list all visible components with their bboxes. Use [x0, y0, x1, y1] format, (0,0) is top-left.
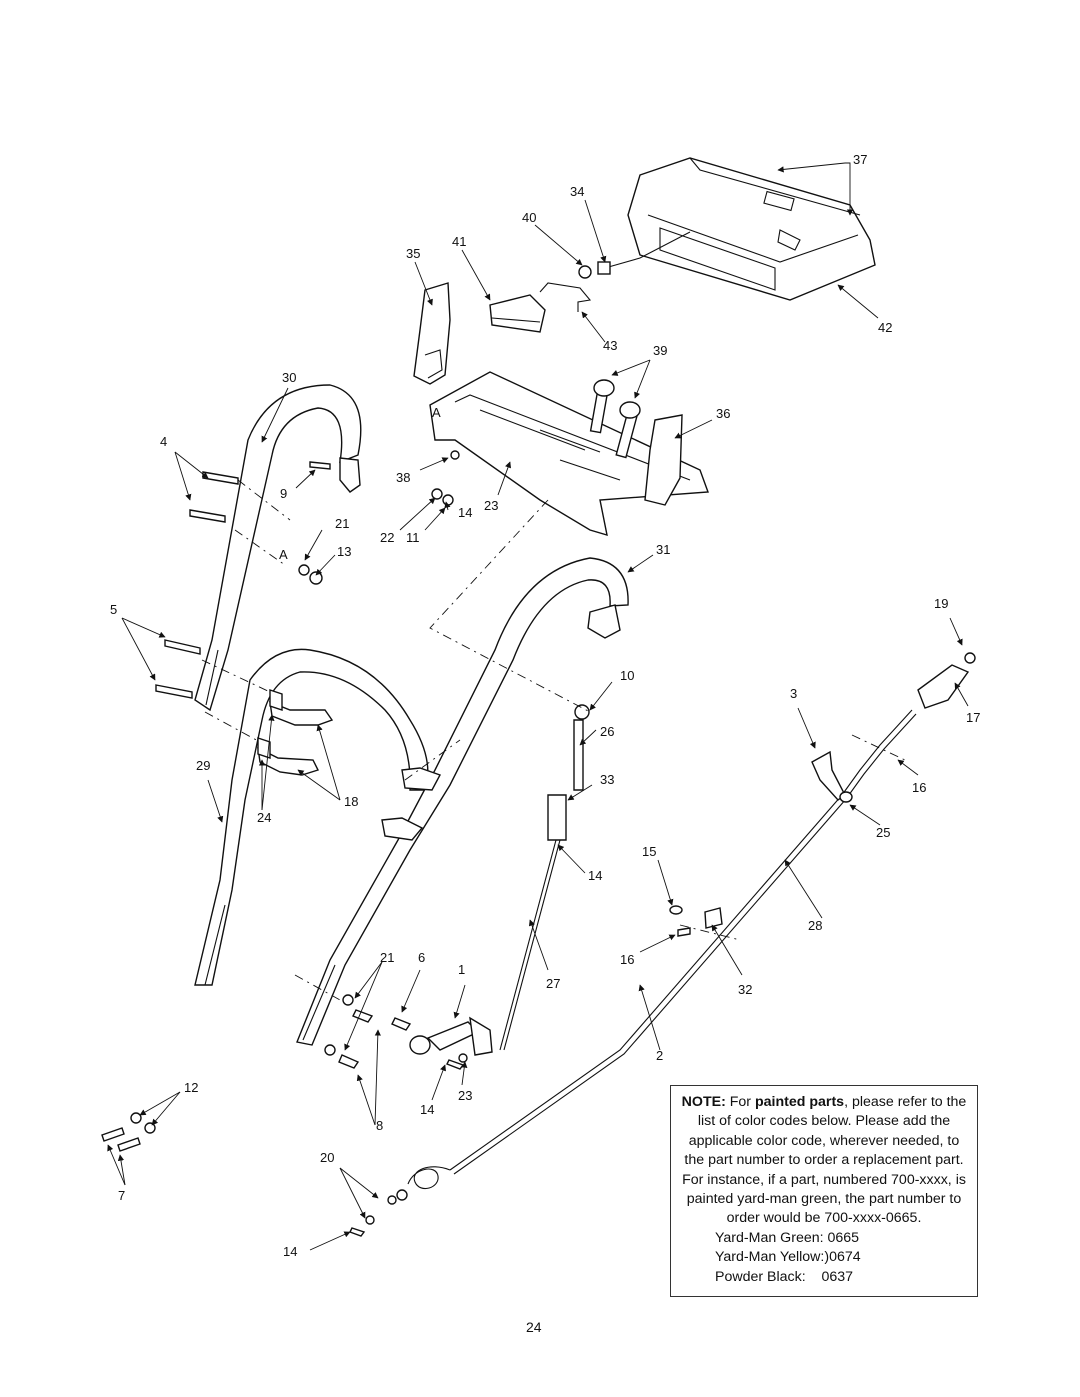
handle-grip-bracket	[339, 457, 361, 493]
callout-label: 27	[546, 976, 560, 991]
light-bulb	[578, 265, 592, 279]
callout-label: 42	[878, 320, 892, 335]
painted-parts-note: NOTE: For painted parts, please refer to…	[670, 1085, 978, 1297]
callout-label: 29	[196, 758, 210, 773]
shift-rod-assembly	[499, 704, 590, 1051]
callout-label: 41	[452, 234, 466, 249]
callout-label: 34	[570, 184, 584, 199]
color-code-green: Yard-Man Green: 0665	[715, 1229, 860, 1246]
callout-label: 25	[876, 825, 890, 840]
handle-washers	[257, 689, 283, 759]
crank-coupler	[669, 905, 723, 937]
callout-label: 14	[588, 868, 602, 883]
callout-label: 7	[118, 1188, 125, 1203]
callout-label: 24	[257, 810, 271, 825]
handle-panel-brackets	[381, 767, 442, 841]
view-mark: A	[279, 547, 288, 562]
wing-knobs	[257, 700, 334, 776]
small-hardware-lower	[324, 994, 468, 1070]
callout-label: 35	[406, 246, 420, 261]
callout-label: 1	[458, 962, 465, 977]
page-number: 24	[526, 1319, 542, 1335]
dash-panel-cover	[627, 157, 876, 301]
callout-label: 15	[642, 844, 656, 859]
upper-handle	[194, 384, 362, 712]
callout-label: 14	[283, 1244, 297, 1259]
lower-handle	[194, 648, 429, 986]
assembly-centerlines	[201, 479, 906, 1001]
callout-numbers: 37 34 40 41 35 42 43 39 30 36 4 38 9 21 …	[110, 152, 980, 1259]
spiral-chute-end	[349, 1166, 451, 1237]
headlight-lens	[489, 294, 546, 333]
callout-label: 12	[184, 1080, 198, 1095]
callout-label: 4	[160, 434, 167, 449]
callout-label: 26	[600, 724, 614, 739]
callout-leaders	[107, 162, 969, 1251]
lens-bracket	[539, 282, 592, 312]
callout-label: 9	[280, 486, 287, 501]
callout-label: 14	[420, 1102, 434, 1117]
callout-label: 43	[603, 338, 617, 353]
shift-lever-knobs	[589, 379, 641, 459]
note-lead: NOTE:	[681, 1094, 726, 1110]
note-bold-phrase: painted parts	[754, 1094, 845, 1110]
callout-label: 3	[790, 686, 797, 701]
callout-label: 37	[853, 152, 867, 167]
callout-label: 8	[376, 1118, 383, 1133]
shift-arm	[409, 1016, 493, 1056]
callout-label: 18	[344, 794, 358, 809]
callout-label: 32	[738, 982, 752, 997]
callout-label: 21	[380, 950, 394, 965]
callout-label: 39	[653, 343, 667, 358]
callout-label: 6	[418, 950, 425, 965]
handle-end-bracket	[587, 604, 621, 639]
callout-label: 30	[282, 370, 296, 385]
callout-label: 16	[620, 952, 634, 967]
callout-label: 13	[337, 544, 351, 559]
right-upper-handle	[296, 557, 629, 1046]
callout-label: 22	[380, 530, 394, 545]
callout-label: 14	[458, 505, 472, 520]
callout-label: 2	[656, 1048, 663, 1063]
callout-label: 28	[808, 918, 822, 933]
callout-label: 11	[406, 530, 420, 545]
bottom-left-hardware	[101, 1112, 156, 1152]
chute-crank-rod	[449, 652, 976, 1175]
crank-bracket	[811, 750, 853, 803]
callout-label: 31	[656, 542, 670, 557]
callout-label: 20	[320, 1150, 334, 1165]
hex-nuts	[298, 450, 460, 585]
callout-label: 5	[110, 602, 117, 617]
callout-label: 19	[934, 596, 948, 611]
note-text-part1: For	[725, 1094, 755, 1110]
callout-label: 21	[335, 516, 349, 531]
callout-label: 10	[620, 668, 634, 683]
callout-label: 38	[396, 470, 410, 485]
callout-label: 16	[912, 780, 926, 795]
callout-label: 23	[484, 498, 498, 513]
chute-crank-cover	[644, 414, 683, 506]
callout-label: 36	[716, 406, 730, 421]
view-mark: A	[432, 405, 441, 420]
callout-label: 33	[600, 772, 614, 787]
color-code-yellow: Yard-Man Yellow:)0674	[715, 1249, 861, 1266]
callout-label: 40	[522, 210, 536, 225]
handle-cover	[413, 282, 451, 385]
callout-label: 23	[458, 1088, 472, 1103]
color-code-black: Powder Black: 0637	[715, 1268, 854, 1285]
note-text-part2: , please refer to the list of color code…	[682, 1094, 967, 1227]
callout-label: 17	[966, 710, 980, 725]
